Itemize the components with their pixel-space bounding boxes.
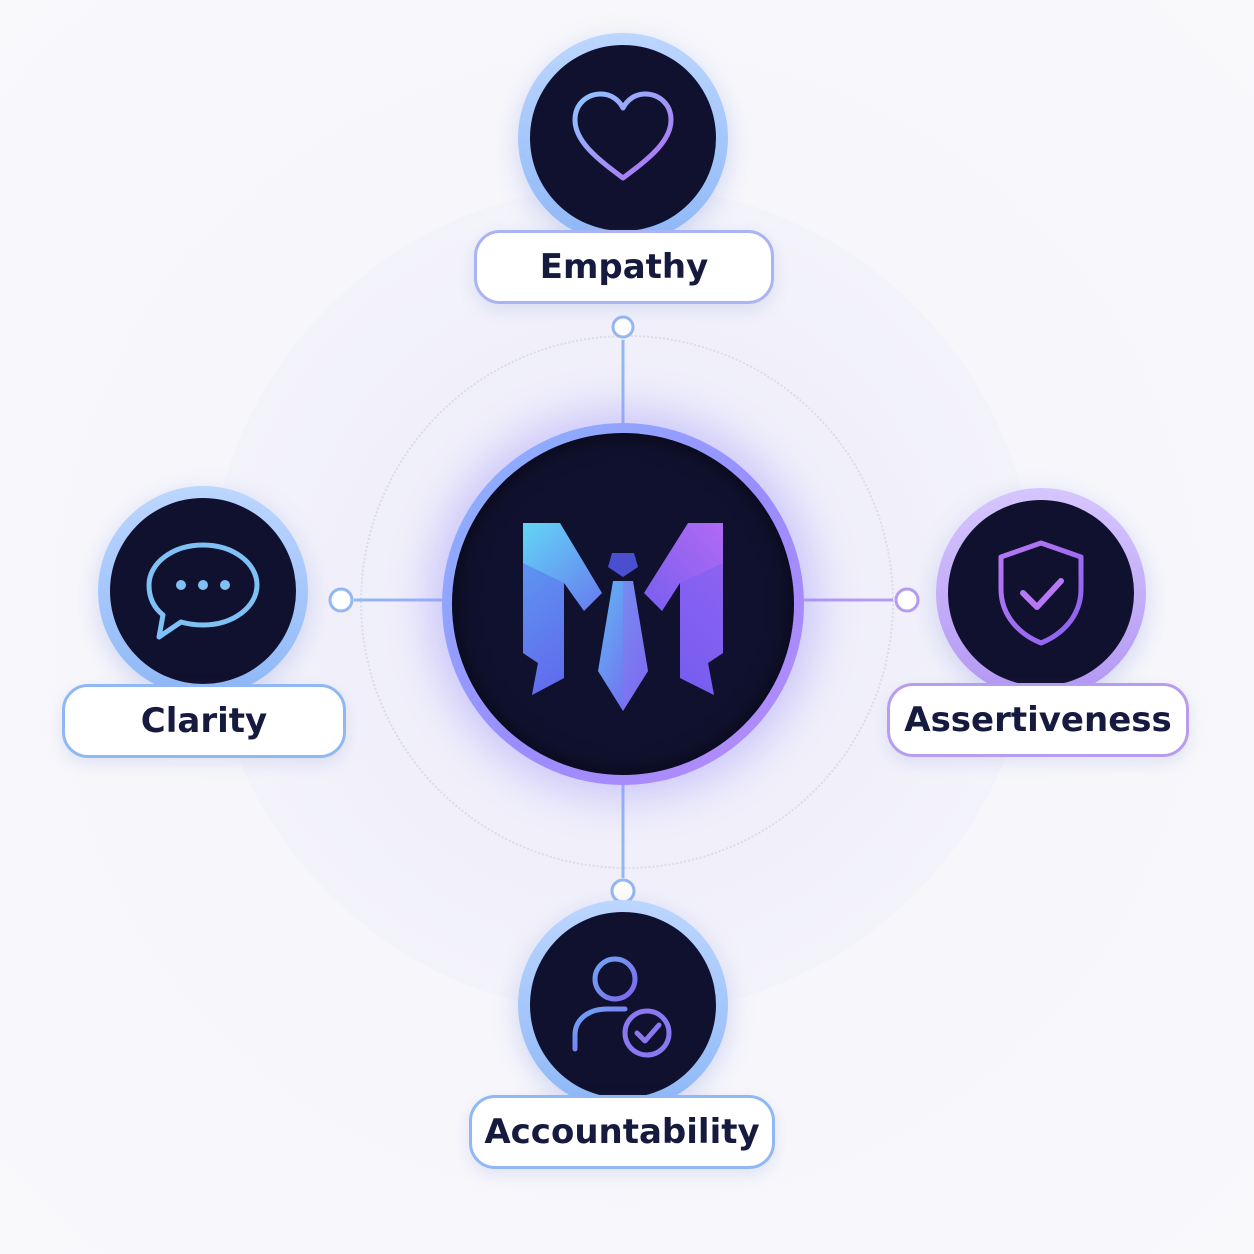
node-clarity [98, 486, 308, 696]
node-empathy [518, 33, 728, 243]
label-accountability-text: Accountability [484, 1112, 760, 1152]
central-hub-inner [452, 433, 794, 775]
label-empathy-text: Empathy [539, 247, 709, 287]
label-assertiveness: Assertiveness [887, 683, 1189, 757]
connector-dot-top [611, 315, 635, 339]
label-assertiveness-text: Assertiveness [904, 700, 1172, 740]
connector-dot-bottom [610, 878, 636, 904]
label-clarity: Clarity [62, 684, 346, 758]
label-empathy: Empathy [474, 230, 774, 304]
connector-dot-right [894, 587, 920, 613]
node-clarity-inner [110, 498, 296, 684]
label-accountability: Accountability [469, 1095, 775, 1169]
node-accountability-inner [530, 912, 716, 1098]
node-assertiveness-inner [948, 500, 1134, 686]
shield-check-icon [998, 540, 1084, 646]
node-assertiveness [936, 488, 1146, 698]
central-hub [442, 423, 804, 785]
label-clarity-text: Clarity [140, 701, 268, 741]
heart-icon [572, 91, 674, 181]
node-empathy-inner [530, 45, 716, 231]
node-accountability [518, 900, 728, 1110]
user-check-icon [572, 956, 672, 1058]
m-tie-logo-icon [523, 523, 723, 711]
connector-dot-left [328, 587, 354, 613]
chat-bubble-icon [146, 542, 260, 640]
